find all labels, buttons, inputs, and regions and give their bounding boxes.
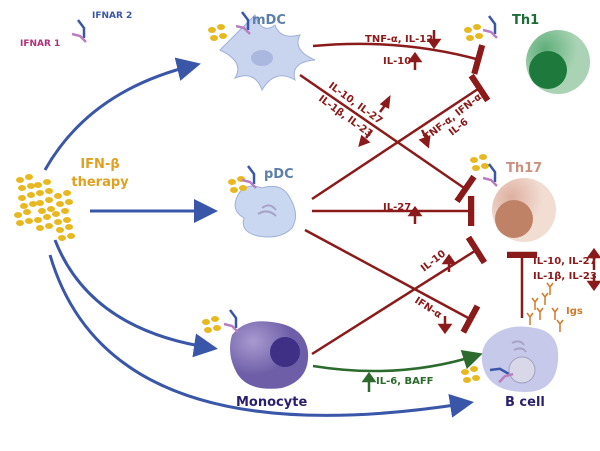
label-ifna-bcell: IFN-α (412, 295, 443, 321)
bcell-label: B cell (505, 395, 545, 410)
monocyte-cell (202, 308, 309, 389)
ifnar2-label: IFNAR 2 (92, 11, 132, 21)
bcell (461, 326, 559, 392)
label-il10-il27-bcell: IL-10, IL-27 (533, 256, 597, 267)
arrow-to-mdc (43, 57, 201, 171)
ifn-beta-molecules (14, 174, 75, 241)
receptor-icon (70, 18, 88, 44)
pdc-cell (228, 164, 296, 238)
label-il6-baff: IL-6, BAFF (376, 376, 434, 387)
arrow-to-monocyte (53, 239, 218, 358)
arrow-to-bcell (48, 254, 474, 418)
inhibition-lines (299, 42, 537, 356)
ifnar1-label: IFNAR 1 (20, 39, 60, 49)
therapy-label-1: IFN-β (80, 157, 119, 172)
mdc-label: mDC (252, 13, 286, 28)
label-tnf-il12: TNF-α, IL-12 (365, 34, 433, 45)
stimulation-arrow (312, 350, 483, 373)
igs-antibodies-icon (526, 282, 564, 332)
th17-label: Th17 (506, 161, 542, 176)
il6-up-arrow (361, 371, 377, 392)
label-il1b-il23-bcell: IL-1β, IL-23 (533, 271, 597, 282)
pdc-label: pDC (264, 167, 294, 182)
regulation-arrows (358, 30, 600, 335)
igs-label: Igs (566, 306, 583, 317)
monocyte-label: Monocyte (236, 395, 307, 410)
th1-cell (464, 14, 590, 94)
th1-label: Th1 (512, 13, 539, 28)
label-il27-pdc: IL-27 (383, 202, 411, 213)
label-il10-th1: IL-10 (383, 56, 411, 67)
mdc-cell (208, 10, 316, 92)
th17-cell (470, 154, 556, 242)
therapy-label-2: therapy (71, 175, 129, 190)
